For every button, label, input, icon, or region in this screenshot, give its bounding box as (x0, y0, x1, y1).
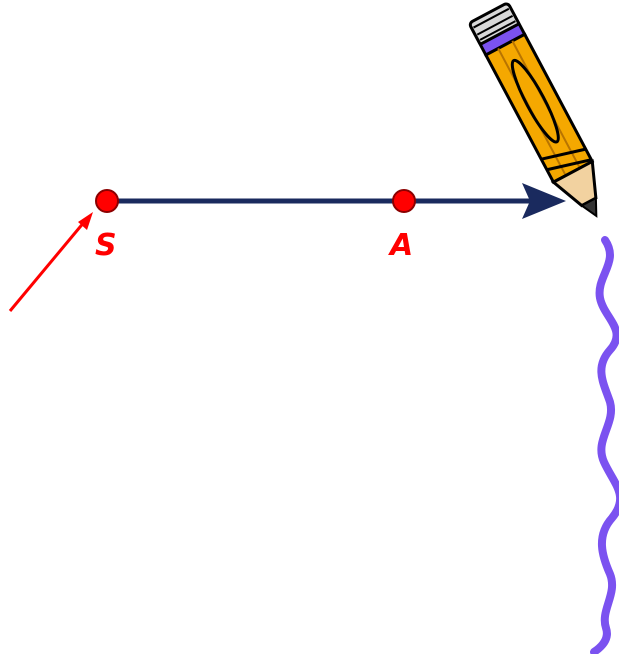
point-S: S (95, 189, 119, 263)
point-S-label: S (95, 228, 117, 263)
ray-arrowhead (522, 183, 566, 219)
point-A-label: A (388, 228, 413, 263)
point-A: A (388, 189, 416, 263)
ray-SA (107, 183, 566, 219)
squiggle-line (590, 236, 619, 654)
pencil-icon (468, 2, 598, 218)
pointer-arrow (8, 212, 93, 312)
point-S-marker (95, 189, 119, 213)
point-A-marker (392, 189, 416, 213)
